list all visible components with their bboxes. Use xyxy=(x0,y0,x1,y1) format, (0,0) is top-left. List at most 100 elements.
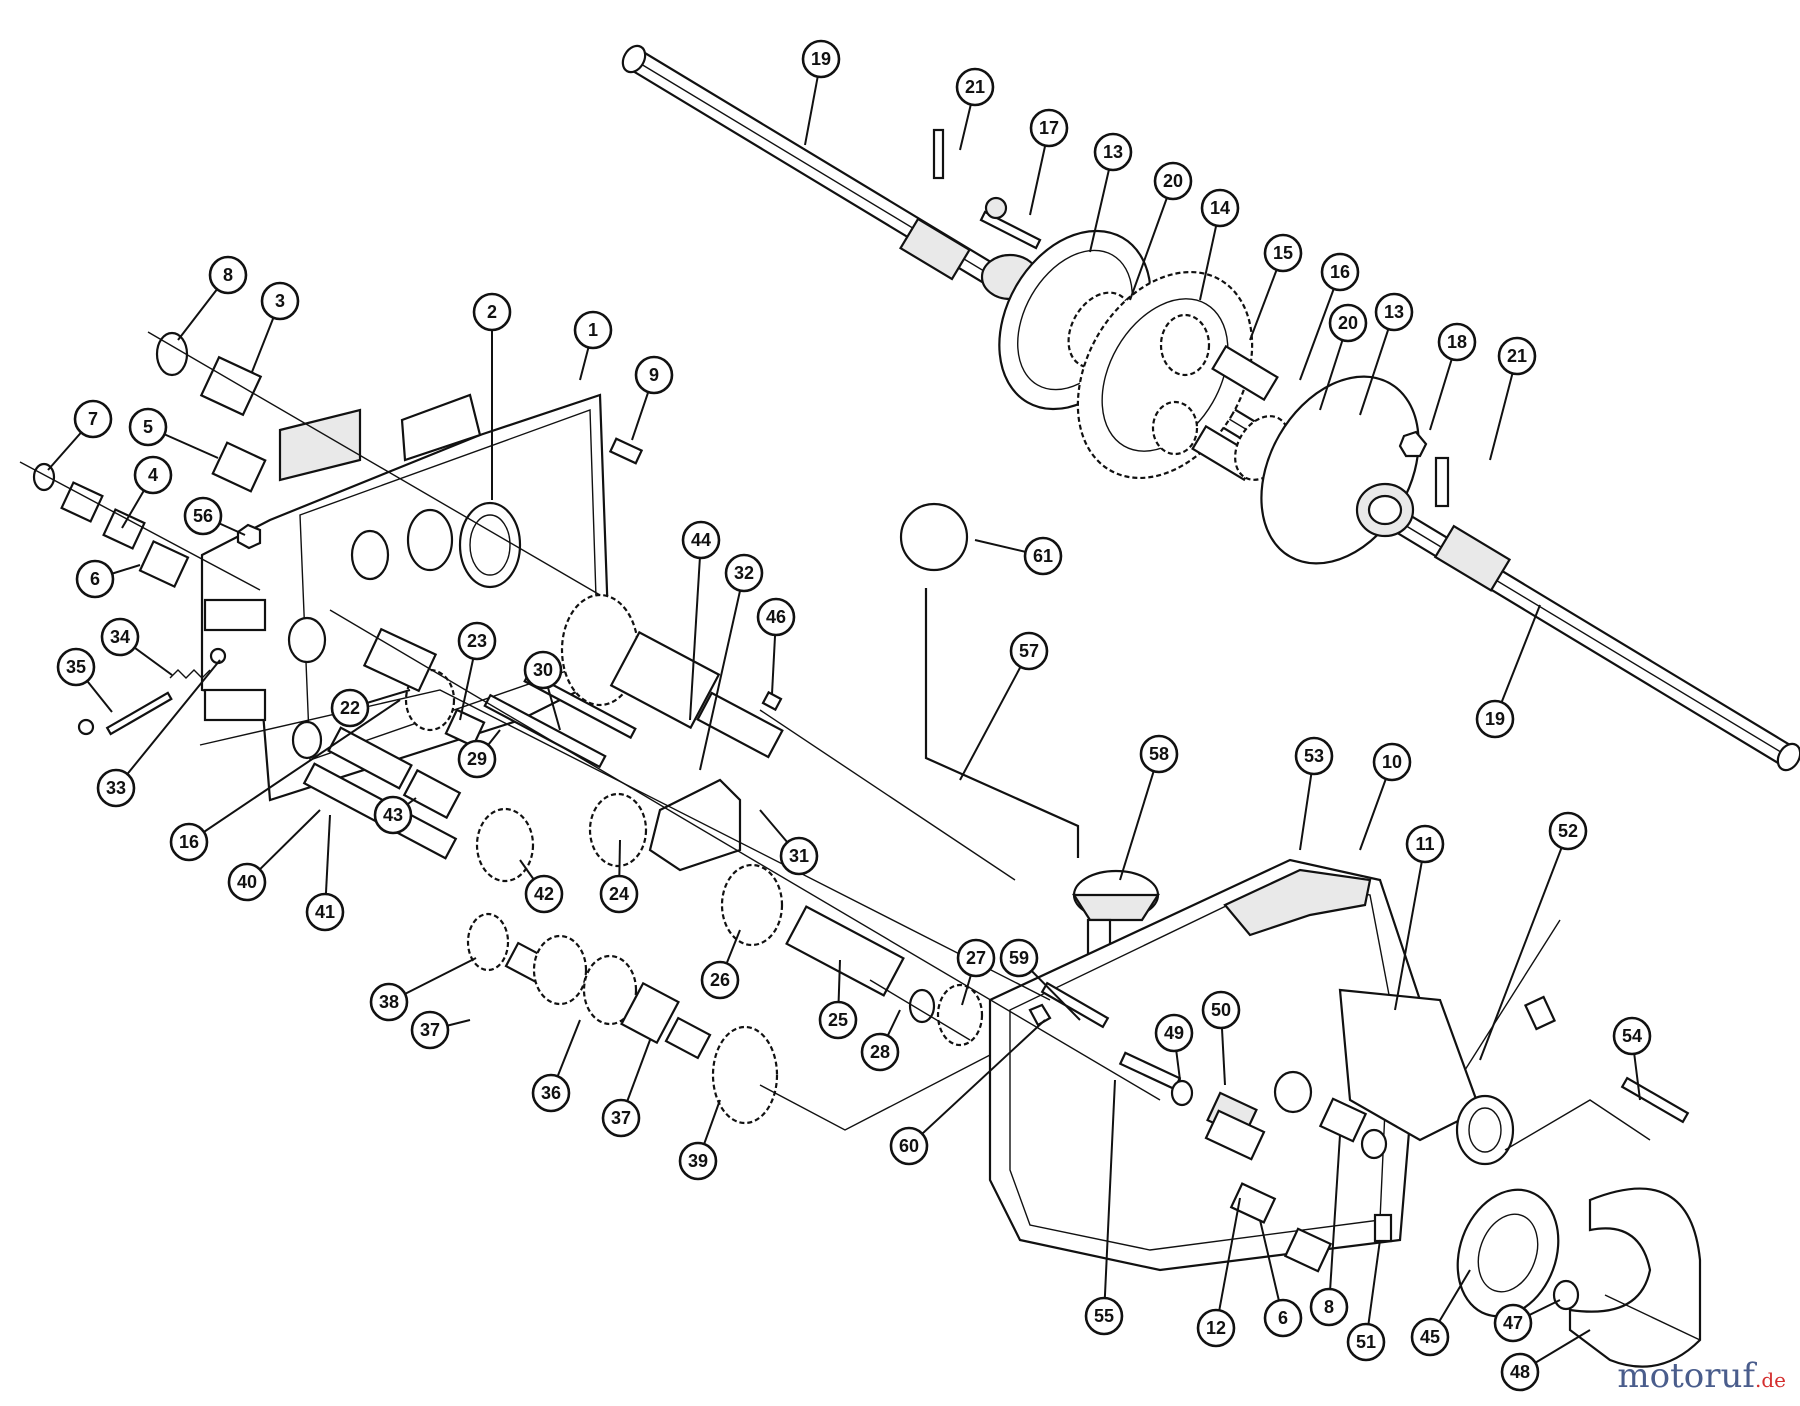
differential-assembly xyxy=(980,229,1420,565)
callout-61: 61 xyxy=(974,536,1063,576)
callout-circle xyxy=(1153,161,1193,201)
callout-circle xyxy=(1200,188,1240,228)
callout-circle xyxy=(681,520,721,560)
callout-39: 39 xyxy=(678,1099,721,1181)
callout-leader xyxy=(1215,1197,1241,1329)
callout-circle xyxy=(818,1000,858,1040)
callout-number: 21 xyxy=(965,77,985,97)
callout-circle xyxy=(56,647,96,687)
watermark-suffix: .de xyxy=(1755,1368,1786,1392)
callout-circle xyxy=(1139,734,1179,774)
callout-9: 9 xyxy=(631,355,674,441)
callout-number: 50 xyxy=(1211,1000,1231,1020)
callout-circle xyxy=(1612,1016,1652,1056)
callout-number: 51 xyxy=(1356,1332,1376,1352)
callout-number: 8 xyxy=(223,265,233,285)
callout-circle xyxy=(1475,699,1515,739)
callout-circle xyxy=(724,553,764,593)
callout-27: 27 xyxy=(956,938,996,1006)
callout-3: 3 xyxy=(251,281,300,373)
callout-number: 33 xyxy=(106,778,126,798)
callout-circle xyxy=(678,1141,718,1181)
callout-circle xyxy=(1309,1287,1349,1327)
callout-number: 2 xyxy=(487,302,497,322)
callout-53: 53 xyxy=(1294,736,1334,851)
callout-circle xyxy=(1493,1303,1533,1343)
callout-number: 23 xyxy=(467,631,487,651)
callout-circle xyxy=(305,892,345,932)
callout-2: 2 xyxy=(472,292,512,500)
callout-59: 59 xyxy=(999,938,1081,1021)
callout-number: 53 xyxy=(1304,746,1324,766)
callout-number: 31 xyxy=(789,846,809,866)
callout-number: 13 xyxy=(1384,302,1404,322)
callout-56: 56 xyxy=(183,496,246,536)
callout-leader xyxy=(908,1019,1046,1147)
callout-25: 25 xyxy=(818,959,858,1040)
callout-circle xyxy=(1154,1013,1194,1053)
callout-18: 18 xyxy=(1429,322,1477,431)
callout-leader xyxy=(1129,180,1174,301)
callout-12: 12 xyxy=(1196,1197,1241,1348)
callout-circle xyxy=(260,281,300,321)
callout-21: 21 xyxy=(1489,336,1537,461)
callout-circle xyxy=(573,310,613,350)
callout-leader xyxy=(959,650,1030,781)
callout-number: 8 xyxy=(1324,1297,1334,1317)
callout-circle xyxy=(1029,108,1069,148)
callout-number: 43 xyxy=(383,805,403,825)
callout-number: 60 xyxy=(899,1136,919,1156)
callout-circle xyxy=(369,982,409,1022)
callout-circle xyxy=(860,1032,900,1072)
callout-number: 16 xyxy=(179,832,199,852)
callout-13: 13 xyxy=(1089,132,1133,253)
callout-leader xyxy=(1479,830,1569,1061)
callout-49: 49 xyxy=(1154,1013,1194,1081)
callout-45: 45 xyxy=(1410,1269,1471,1357)
small-hardware xyxy=(932,128,1450,508)
callout-number: 21 xyxy=(1507,346,1527,366)
callout-52: 52 xyxy=(1479,811,1588,1061)
callout-number: 55 xyxy=(1094,1306,1114,1326)
callout-number: 44 xyxy=(691,530,711,550)
callout-16: 16 xyxy=(169,699,401,862)
callout-number: 58 xyxy=(1149,744,1169,764)
shift-lever xyxy=(899,502,1161,1002)
callout-17: 17 xyxy=(1029,108,1069,216)
callout-55: 55 xyxy=(1084,1079,1124,1336)
callout-circle xyxy=(1374,292,1414,332)
callout-number: 7 xyxy=(88,409,98,429)
callout-20: 20 xyxy=(1319,303,1368,411)
callout-circle xyxy=(208,255,248,295)
callout-33: 33 xyxy=(96,659,221,808)
callout-number: 19 xyxy=(1485,709,1505,729)
callout-circle xyxy=(1263,233,1303,273)
callout-28: 28 xyxy=(860,1009,901,1072)
callout-number: 54 xyxy=(1622,1026,1642,1046)
callout-15: 15 xyxy=(1249,233,1303,341)
callout-44: 44 xyxy=(681,520,721,721)
callout-number: 3 xyxy=(275,291,285,311)
callout-circle xyxy=(1263,1298,1303,1338)
callout-circle xyxy=(1497,336,1537,376)
callout-number: 10 xyxy=(1382,752,1402,772)
callout-number: 24 xyxy=(609,884,629,904)
callout-leader xyxy=(689,539,702,721)
callout-43: 43 xyxy=(373,795,417,835)
callout-number: 18 xyxy=(1447,332,1467,352)
callout-circle xyxy=(100,617,140,657)
callout-22: 22 xyxy=(330,688,411,728)
callout-circle xyxy=(1084,1296,1124,1336)
callout-34: 34 xyxy=(100,617,173,676)
callout-circle xyxy=(128,407,168,447)
callout-number: 26 xyxy=(710,970,730,990)
callout-8: 8 xyxy=(1309,1134,1349,1327)
callout-circle xyxy=(634,355,674,395)
callout-circle xyxy=(1093,132,1133,172)
callout-40: 40 xyxy=(227,809,321,902)
callout-circle xyxy=(1500,1352,1540,1392)
callout-32: 32 xyxy=(699,553,764,771)
callout-number: 48 xyxy=(1510,1362,1530,1382)
callout-number: 45 xyxy=(1420,1327,1440,1347)
callout-number: 30 xyxy=(533,660,553,680)
